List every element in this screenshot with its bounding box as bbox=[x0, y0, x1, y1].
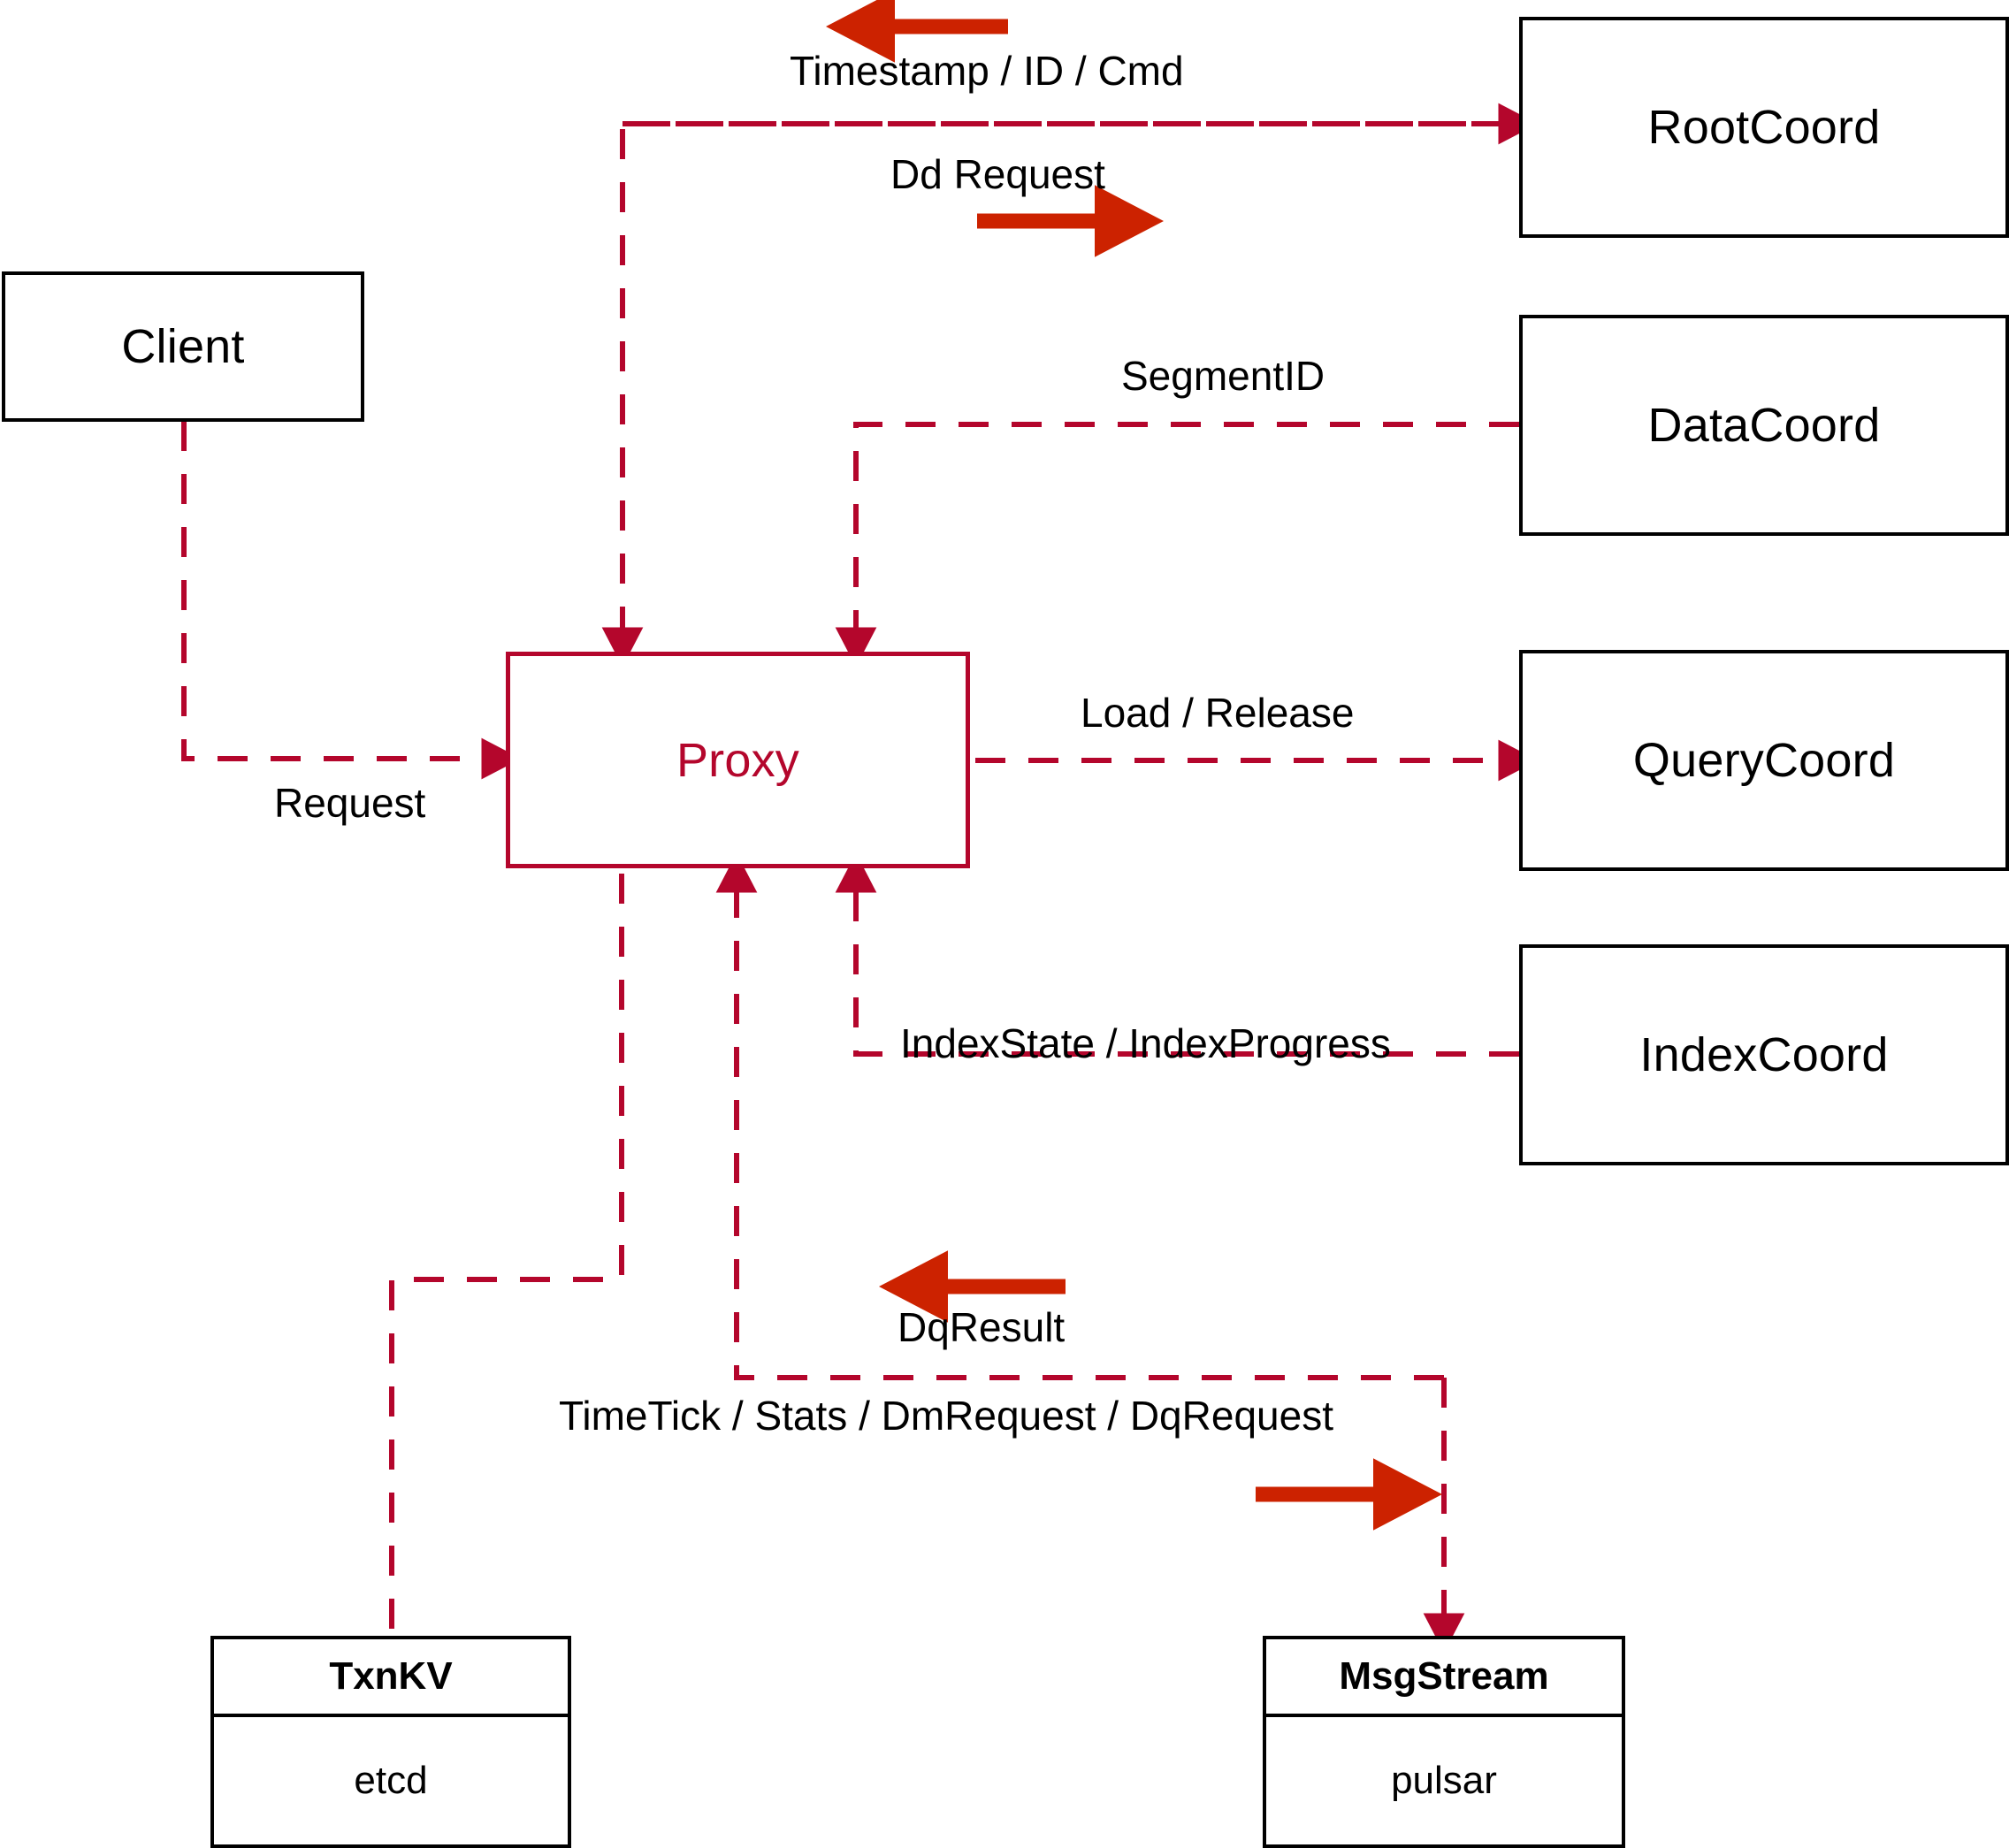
edge-label-request: Request bbox=[274, 780, 426, 826]
node-proxy-label: Proxy bbox=[676, 733, 800, 787]
edge-label-index-state-progress: IndexState / IndexProgress bbox=[900, 1020, 1391, 1066]
node-indexcoord-label: IndexCoord bbox=[1639, 1028, 1889, 1081]
edge-request-path bbox=[181, 421, 522, 780]
node-rootcoord[interactable]: RootCoord bbox=[1519, 17, 2009, 238]
edge-label-dd-request: Dd Request bbox=[890, 151, 1105, 197]
node-querycoord[interactable]: QueryCoord bbox=[1519, 650, 2009, 871]
edge-label-load-release: Load / Release bbox=[1081, 690, 1355, 736]
node-indexcoord[interactable]: IndexCoord bbox=[1519, 944, 2009, 1165]
node-datacoord[interactable]: DataCoord bbox=[1519, 315, 2009, 536]
edge-label-timetick-stats: TimeTick / Stats / DmRequest / DqRequest bbox=[559, 1393, 1333, 1439]
node-proxy[interactable]: Proxy bbox=[506, 652, 970, 868]
node-msgstream[interactable]: MsgStream pulsar bbox=[1263, 1636, 1625, 1848]
node-msgstream-header: MsgStream bbox=[1266, 1639, 1622, 1717]
node-txnkv[interactable]: TxnKV etcd bbox=[210, 1636, 571, 1848]
node-client[interactable]: Client bbox=[2, 271, 364, 422]
edge-txnkv-path bbox=[389, 874, 624, 1636]
edge-timestamp-path bbox=[601, 121, 1519, 668]
node-querycoord-label: QueryCoord bbox=[1632, 734, 1896, 787]
node-txnkv-header: TxnKV bbox=[214, 1639, 568, 1717]
edge-segmentid-path bbox=[835, 422, 1519, 668]
edge-indexstate-path bbox=[835, 852, 1519, 1057]
node-msgstream-body: pulsar bbox=[1391, 1759, 1497, 1802]
node-client-label: Client bbox=[121, 320, 245, 373]
node-txnkv-body: etcd bbox=[354, 1759, 428, 1802]
node-rootcoord-label: RootCoord bbox=[1647, 101, 1881, 154]
edge-label-timestamp-id-cmd: Timestamp / ID / Cmd bbox=[790, 48, 1184, 94]
edge-label-segment-id: SegmentID bbox=[1121, 353, 1325, 399]
edge-label-dq-result: DqResult bbox=[898, 1304, 1066, 1350]
edge-msgstream-in-path bbox=[715, 852, 1444, 1380]
node-datacoord-label: DataCoord bbox=[1647, 399, 1881, 452]
